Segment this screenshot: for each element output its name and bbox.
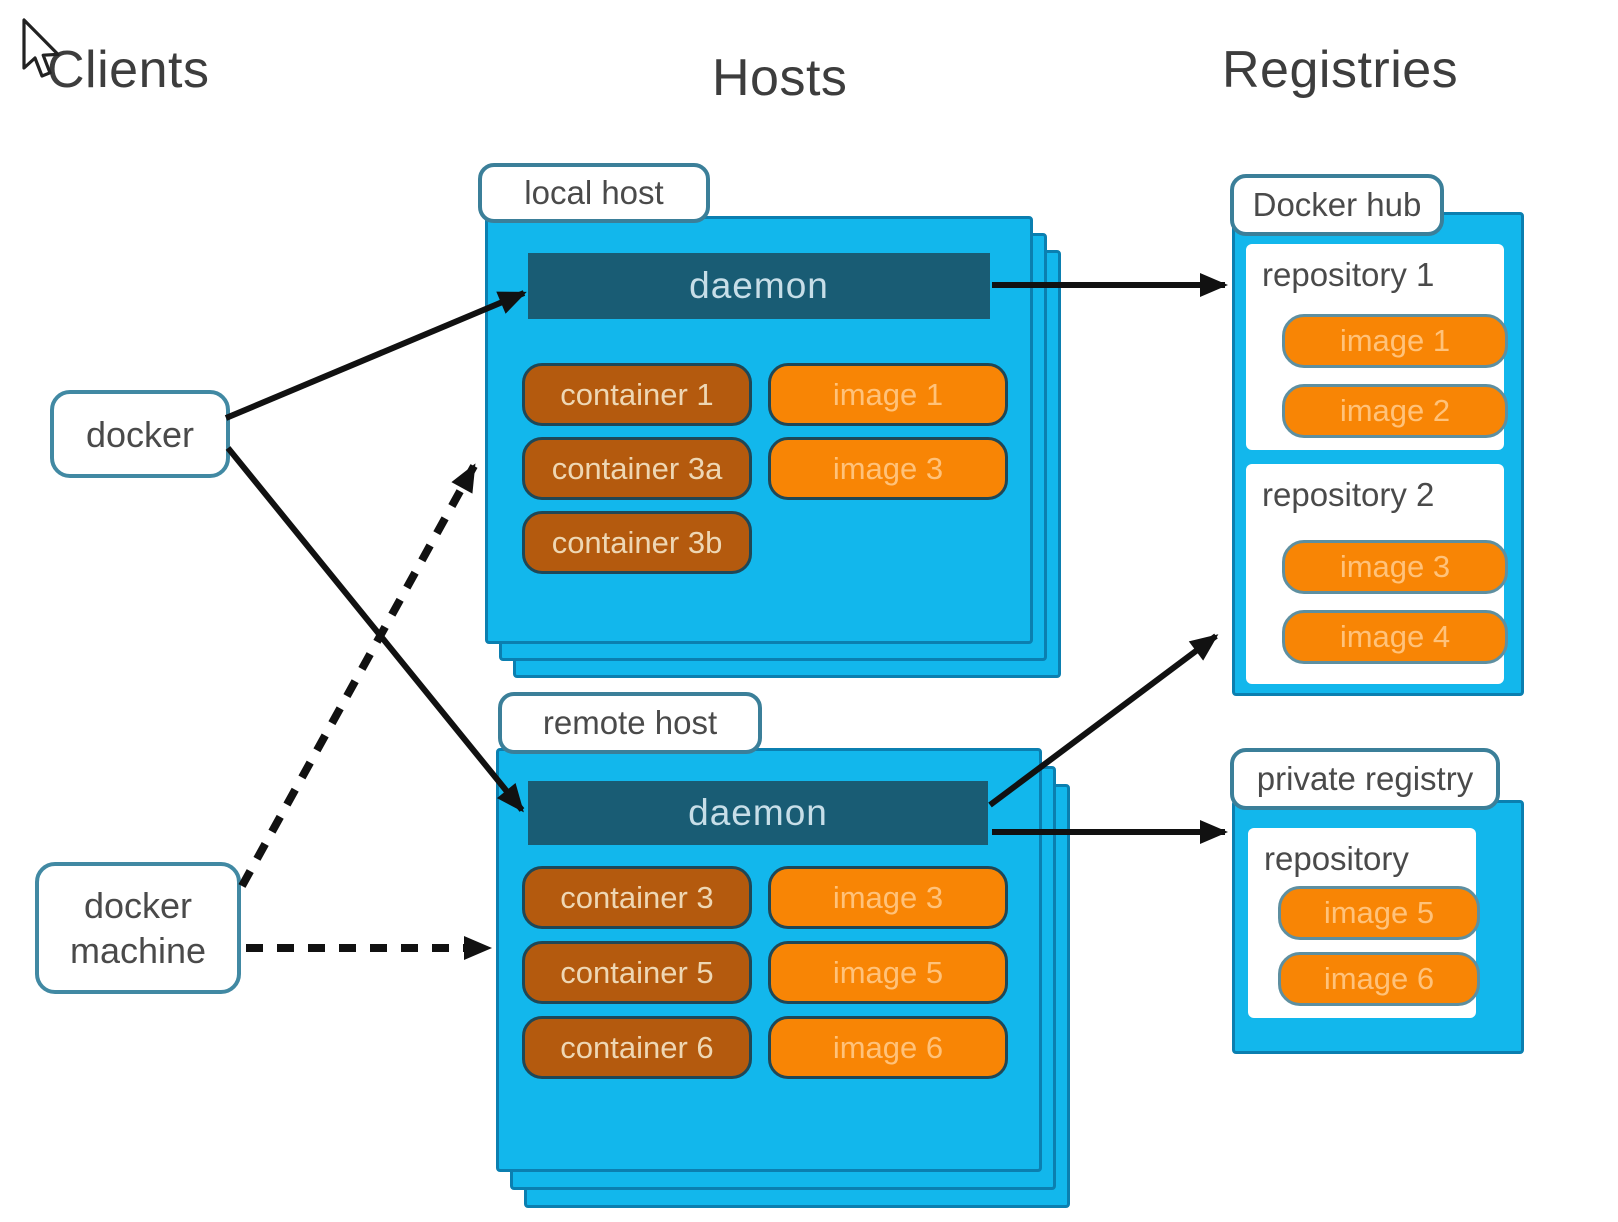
repository-box: repository image 5 image 6 [1248, 828, 1480, 1018]
repository-title: repository 1 [1262, 256, 1435, 293]
container-label: container 3a [551, 450, 723, 486]
image-pill: image 1 [1282, 314, 1508, 368]
local-host-tab-label: local host [524, 174, 664, 211]
docker-hub-tab: Docker hub [1230, 174, 1444, 236]
image-label: image 5 [832, 954, 944, 990]
image-label: image 4 [1339, 619, 1451, 654]
image-label: image 3 [832, 450, 944, 486]
image-label: image 6 [832, 1029, 944, 1065]
repository-title: repository [1264, 840, 1409, 877]
local-daemon: daemon [528, 253, 990, 319]
container-label: container 1 [560, 376, 714, 412]
remote-daemon-label: daemon [688, 792, 828, 833]
image-pill: image 6 [1278, 952, 1480, 1006]
docker-hub-tab-label: Docker hub [1252, 186, 1422, 223]
container-label: container 3b [551, 524, 723, 560]
docker-client-node: docker [50, 390, 230, 478]
docker-machine-node: docker machine [35, 862, 241, 994]
container-pill: container 6 [522, 1016, 752, 1079]
repository-box: repository 1 image 1 image 2 [1246, 244, 1508, 450]
image-pill: image 1 [768, 363, 1008, 426]
private-registry-tab: private registry [1230, 748, 1500, 810]
container-pill: container 1 [522, 363, 752, 426]
container-label: container 3 [560, 879, 714, 915]
image-label: image 1 [1339, 323, 1451, 358]
container-pill: container 3 [522, 866, 752, 929]
image-pill: image 4 [1282, 610, 1508, 664]
remote-host-tab: remote host [498, 692, 762, 754]
container-pill: container 3b [522, 511, 752, 574]
image-label: image 2 [1339, 393, 1451, 428]
image-pill: image 3 [768, 866, 1008, 929]
image-pill: image 5 [1278, 886, 1480, 940]
container-pill: container 3a [522, 437, 752, 500]
private-registry-tab-label: private registry [1256, 760, 1474, 797]
image-pill: image 3 [768, 437, 1008, 500]
container-pill: container 5 [522, 941, 752, 1004]
image-label: image 3 [1339, 549, 1451, 584]
image-label: image 3 [832, 879, 944, 915]
image-pill: image 5 [768, 941, 1008, 1004]
arrow-docker-to-local-daemon [224, 290, 527, 421]
container-label: container 5 [560, 954, 714, 990]
docker-machine-label: docker machine [69, 885, 207, 971]
local-daemon-label: daemon [689, 265, 829, 306]
image-pill: image 3 [1282, 540, 1508, 594]
image-label: image 1 [832, 376, 944, 412]
repository-box: repository 2 image 3 image 4 [1246, 464, 1508, 684]
image-pill: image 6 [768, 1016, 1008, 1079]
image-label: image 6 [1323, 961, 1435, 996]
image-pill: image 2 [1282, 384, 1508, 438]
heading-hosts: Hosts [712, 49, 848, 107]
remote-daemon: daemon [528, 781, 988, 845]
dashed-arrow-docker-machine-to-local-host [238, 463, 478, 888]
repository-title: repository 2 [1262, 476, 1435, 513]
remote-host-tab-label: remote host [542, 704, 718, 741]
container-label: container 6 [560, 1029, 714, 1065]
arrow-docker-to-remote-daemon [225, 446, 525, 813]
local-host-tab: local host [478, 163, 710, 223]
heading-registries: Registries [1222, 41, 1459, 99]
heading-clients: Clients [47, 41, 210, 99]
image-label: image 5 [1323, 895, 1435, 930]
docker-client-label: docker [85, 413, 195, 455]
